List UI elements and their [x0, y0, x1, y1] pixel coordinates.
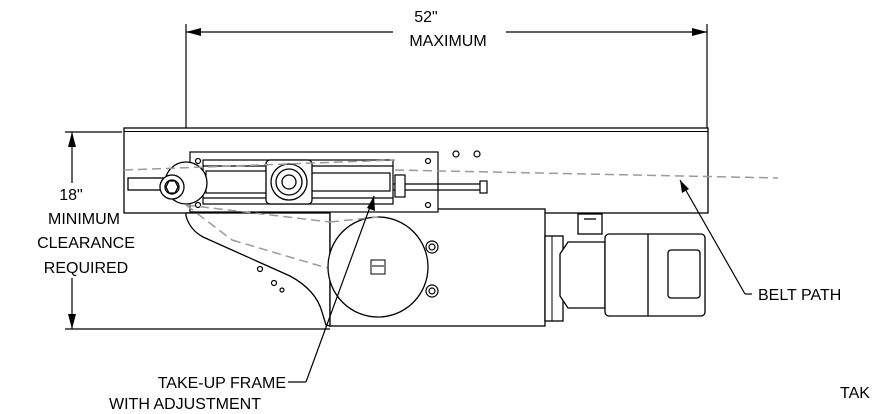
height-dimension-line2: CLEARANCE	[37, 235, 135, 252]
width-dimension-label: MAXIMUM	[409, 33, 486, 50]
belt-path-line	[123, 159, 779, 269]
belt-path-leader	[679, 179, 752, 295]
truncated-label: TAK	[840, 385, 870, 402]
height-dimension	[65, 131, 330, 330]
take-up-bearing	[265, 159, 313, 205]
height-dimension-line3: REQUIRED	[44, 260, 128, 277]
height-dimension-line1: MINIMUM	[48, 211, 120, 228]
take-up-leader	[288, 195, 375, 383]
end-pulley	[127, 161, 208, 205]
mounting-holes	[194, 150, 481, 298]
width-dimension	[185, 24, 708, 128]
width-dimension-value: 52"	[414, 9, 437, 26]
take-up-label-line1: TAKE-UP FRAME	[158, 375, 286, 392]
drive-drum	[327, 216, 429, 318]
take-up-label-line2: WITH ADJUSTMENT	[109, 396, 261, 413]
belt-path-label: BELT PATH	[758, 287, 841, 304]
height-dimension-value: 18"	[59, 187, 82, 204]
drive-motor	[559, 213, 706, 317]
